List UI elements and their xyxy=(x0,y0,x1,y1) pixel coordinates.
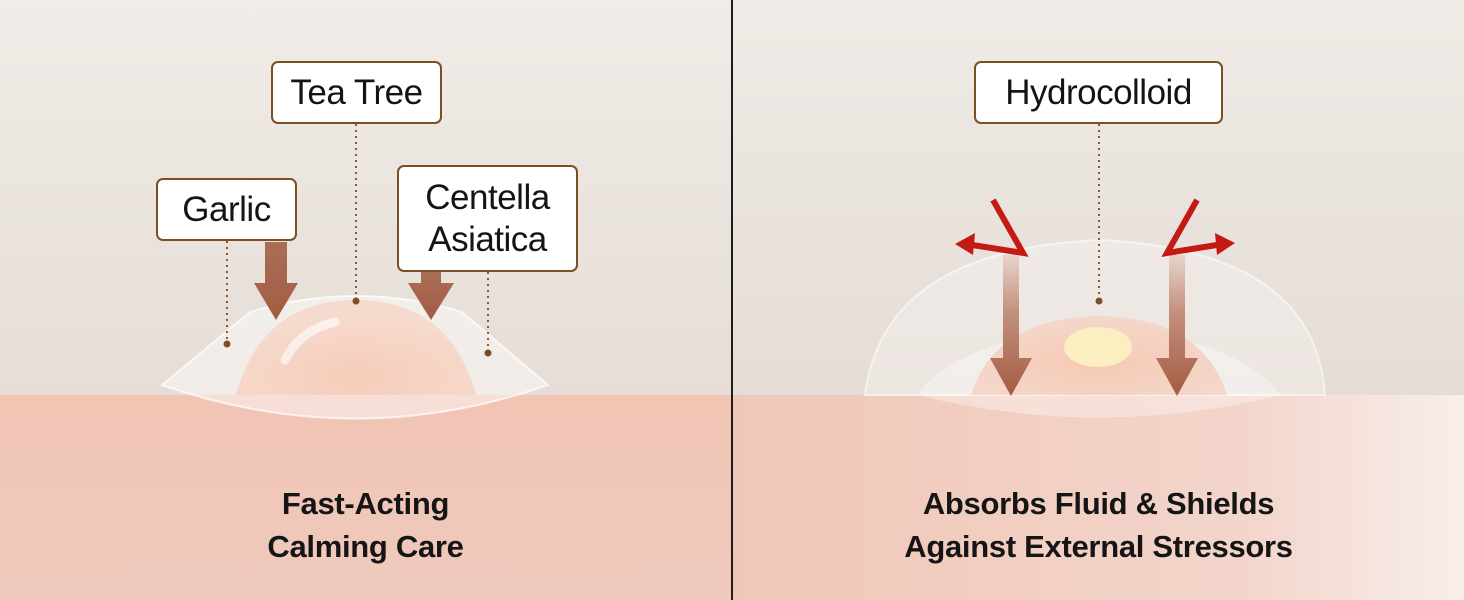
bump-highlight xyxy=(280,317,340,365)
left-caption: Fast-Acting Calming Care xyxy=(0,482,731,568)
tea-tree-dot xyxy=(352,297,360,305)
garlic-label: Garlic xyxy=(156,178,297,241)
stressor-arrowhead-right xyxy=(1215,233,1235,255)
centella-arrow xyxy=(408,270,454,320)
right-caption-line2: Against External Stressors xyxy=(904,529,1293,564)
garlic-arrow xyxy=(254,242,298,320)
hydrocolloid-label: Hydrocolloid xyxy=(974,61,1223,124)
centella-text-line2: Asiatica xyxy=(428,219,547,259)
right-caption-line1: Absorbs Fluid & Shields xyxy=(922,486,1275,521)
tea-tree-label: Tea Tree xyxy=(271,61,442,124)
garlic-dot xyxy=(223,340,231,348)
blemish-bump xyxy=(236,300,476,395)
skin-surface xyxy=(733,395,1464,600)
right-scene-illustration xyxy=(733,0,1464,600)
right-caption: Absorbs Fluid & Shields Against External… xyxy=(733,482,1464,568)
left-caption-line1: Fast-Acting xyxy=(281,486,450,521)
skin-surface xyxy=(0,395,731,600)
right-panel: Hydrocolloid Absorbs Fluid & Shields Aga… xyxy=(733,0,1464,600)
panel-divider xyxy=(731,0,733,600)
garlic-text: Garlic xyxy=(182,189,271,229)
stressor-deflect-left xyxy=(965,198,1029,257)
hydrocolloid-text: Hydrocolloid xyxy=(1005,72,1192,112)
left-caption-line2: Calming Care xyxy=(267,529,464,564)
hydrocolloid-dot xyxy=(1095,297,1103,305)
centella-text-line1: Centella xyxy=(425,177,550,217)
tea-tree-text: Tea Tree xyxy=(290,72,423,112)
stressor-arrowhead-left xyxy=(955,233,975,255)
centella-dot xyxy=(484,349,492,357)
left-panel: Tea Tree Garlic Centella Asiatica Fast-A… xyxy=(0,0,731,600)
absorbed-fluid-spot xyxy=(1064,327,1132,367)
centella-asiatica-label: Centella Asiatica xyxy=(397,165,578,272)
stressor-deflect-right xyxy=(1161,198,1224,257)
absorb-arrow-right xyxy=(1156,255,1198,396)
absorb-arrow-left xyxy=(990,255,1032,396)
